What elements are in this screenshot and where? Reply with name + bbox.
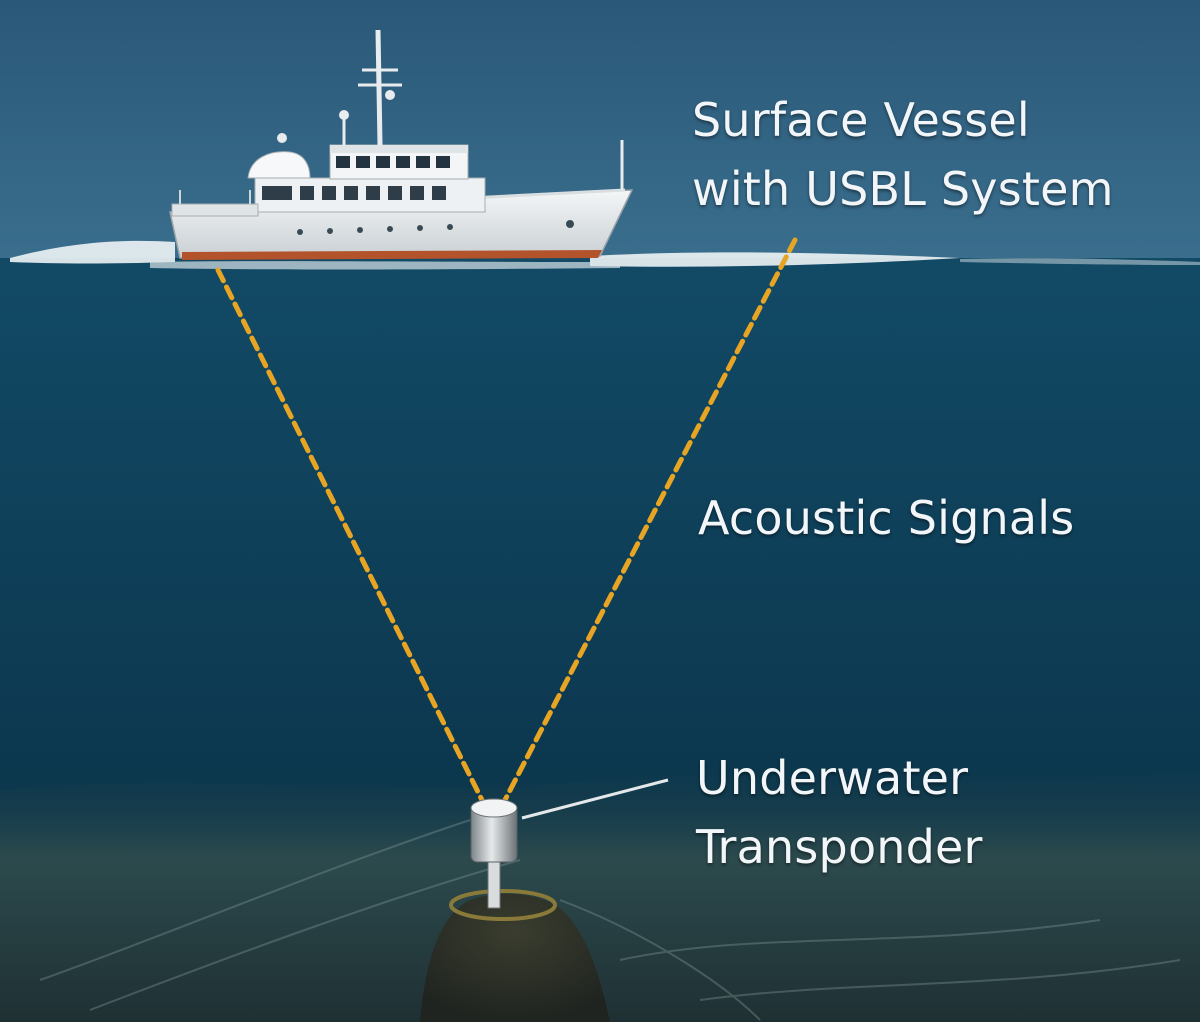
acoustic-signals-label: Acoustic Signals [698, 491, 1075, 545]
underwater-transponder-label: Underwater Transponder [696, 744, 983, 882]
surface-vessel-label-line-1: Surface Vessel [692, 93, 1030, 147]
seabed [0, 770, 1200, 1022]
ship-icon [169, 29, 634, 260]
underwater-transponder-label-line-1: Underwater [696, 751, 969, 805]
transponder-icon [470, 798, 518, 909]
transponder-callout-line [521, 778, 669, 820]
underwater-transponder-label-line-2: Transponder [696, 820, 983, 874]
surface-vessel-label-line-2: with USBL System [692, 162, 1114, 216]
signal-line-left [215, 267, 485, 803]
seabed-mound [420, 893, 610, 1022]
surface-vessel-label: Surface Vessel with USBL System [692, 86, 1114, 224]
mound-rim [449, 889, 557, 921]
acoustic-signal-lines [215, 237, 798, 803]
signal-line-right [502, 237, 798, 803]
surface-foam [10, 240, 1200, 270]
seabed-texture [39, 819, 1181, 1021]
